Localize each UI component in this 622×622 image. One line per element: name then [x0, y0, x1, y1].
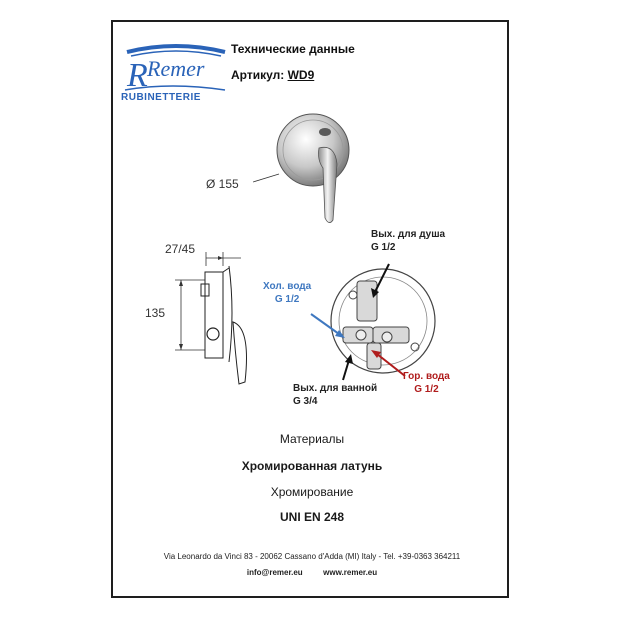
- diameter-leader-line: [253, 173, 280, 183]
- footer-address: Via Leonardo da Vinci 83 - 20062 Cassano…: [163, 552, 461, 561]
- depth-label: 27/45: [165, 242, 196, 256]
- shower-outlet-size: G 1/2: [371, 242, 396, 253]
- connection-arrows: [310, 263, 406, 381]
- article-label: Артикул:: [231, 68, 285, 82]
- diameter-label: Ø 155: [206, 177, 239, 191]
- article-code: WD9: [287, 68, 315, 82]
- footer-website[interactable]: www.remer.eu: [323, 568, 378, 577]
- logo-subtitle: RUBINETTERIE: [121, 92, 201, 103]
- remer-logo: R: [124, 44, 226, 94]
- svg-text:R: R: [126, 57, 148, 94]
- bath-outlet-size: G 3/4: [293, 396, 318, 407]
- cold-water-text: Хол. вода: [263, 281, 312, 292]
- hot-water-label: Гор. вода G 1/2: [403, 370, 450, 396]
- side-view-drawing: [175, 252, 247, 385]
- height-label: 135: [145, 306, 166, 320]
- logo-brand-text: Remer: [147, 56, 205, 81]
- cold-water-label: Хол. вода G 1/2: [263, 280, 311, 306]
- shower-outlet-label: Вых. для душа G 1/2: [371, 228, 445, 254]
- cold-water-size: G 1/2: [274, 294, 300, 305]
- footer-contacts: info@remer.eu www.remer.eu: [113, 568, 511, 577]
- hot-water-size: G 1/2: [414, 384, 439, 395]
- finish: Хромирование: [270, 485, 354, 499]
- footer-email[interactable]: info@remer.eu: [246, 568, 303, 577]
- standard: UNI EN 248: [279, 510, 345, 524]
- hot-water-text: Гор. вода: [403, 371, 450, 382]
- body-material: Хромированная латунь: [241, 459, 383, 473]
- shower-outlet-text: Вых. для душа: [371, 229, 446, 240]
- faucet-front-image: [276, 113, 350, 223]
- materials-heading: Материалы: [279, 432, 345, 446]
- bath-outlet-label: Вых. для ванной G 3/4: [293, 382, 377, 408]
- spec-sheet: R Remer RUBINETTERIE Технические данные …: [111, 20, 509, 598]
- bath-outlet-text: Вых. для ванной: [293, 383, 378, 394]
- page-title: Технические данные: [231, 42, 355, 56]
- article-line: Артикул: WD9: [231, 68, 314, 82]
